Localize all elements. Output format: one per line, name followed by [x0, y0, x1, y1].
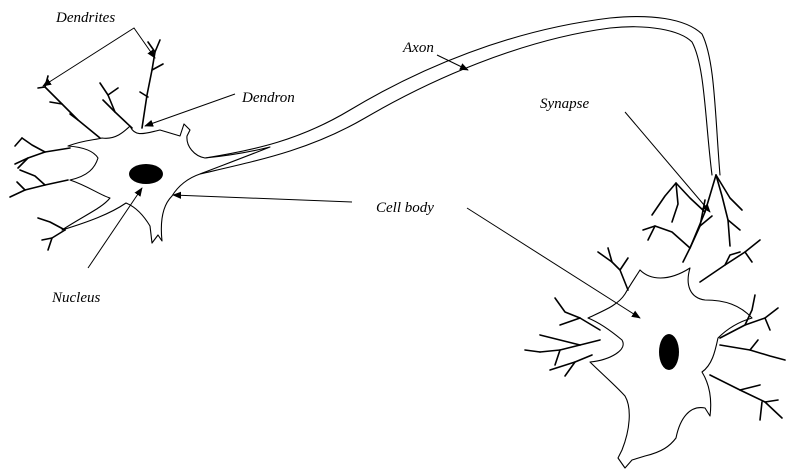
label-synapse: Synapse — [540, 96, 589, 112]
nucleus-arrow — [87, 187, 143, 269]
left-dendrites — [9, 39, 164, 251]
axon — [199, 16, 721, 176]
label-cell-body: Cell body — [376, 200, 434, 216]
axon-arrow — [436, 54, 469, 71]
right-nucleus — [659, 334, 679, 370]
right-dendrites — [524, 239, 786, 421]
dendrites-arrow — [42, 27, 156, 87]
label-dendrites: Dendrites — [55, 10, 115, 26]
left-neuron — [9, 39, 271, 251]
synapse-arrow — [624, 111, 711, 213]
right-cell-body-outline — [587, 267, 753, 469]
label-dendron: Dendron — [241, 90, 295, 106]
left-nucleus — [129, 164, 163, 184]
label-axon: Axon — [402, 40, 434, 56]
right-neuron — [524, 239, 786, 469]
cell-body-arrow-left — [172, 191, 353, 203]
cell-body-arrow-right — [466, 207, 641, 319]
synapse-terminals — [642, 174, 743, 263]
left-cell-body-outline — [61, 123, 271, 244]
labels: Dendrites Dendron Axon Synapse Cell body… — [51, 10, 589, 306]
label-nucleus: Nucleus — [51, 290, 100, 306]
dendron-arrow — [144, 93, 236, 127]
axon-inner — [199, 26, 713, 176]
annotation-arrows — [42, 27, 711, 319]
axon-outer — [204, 16, 721, 176]
